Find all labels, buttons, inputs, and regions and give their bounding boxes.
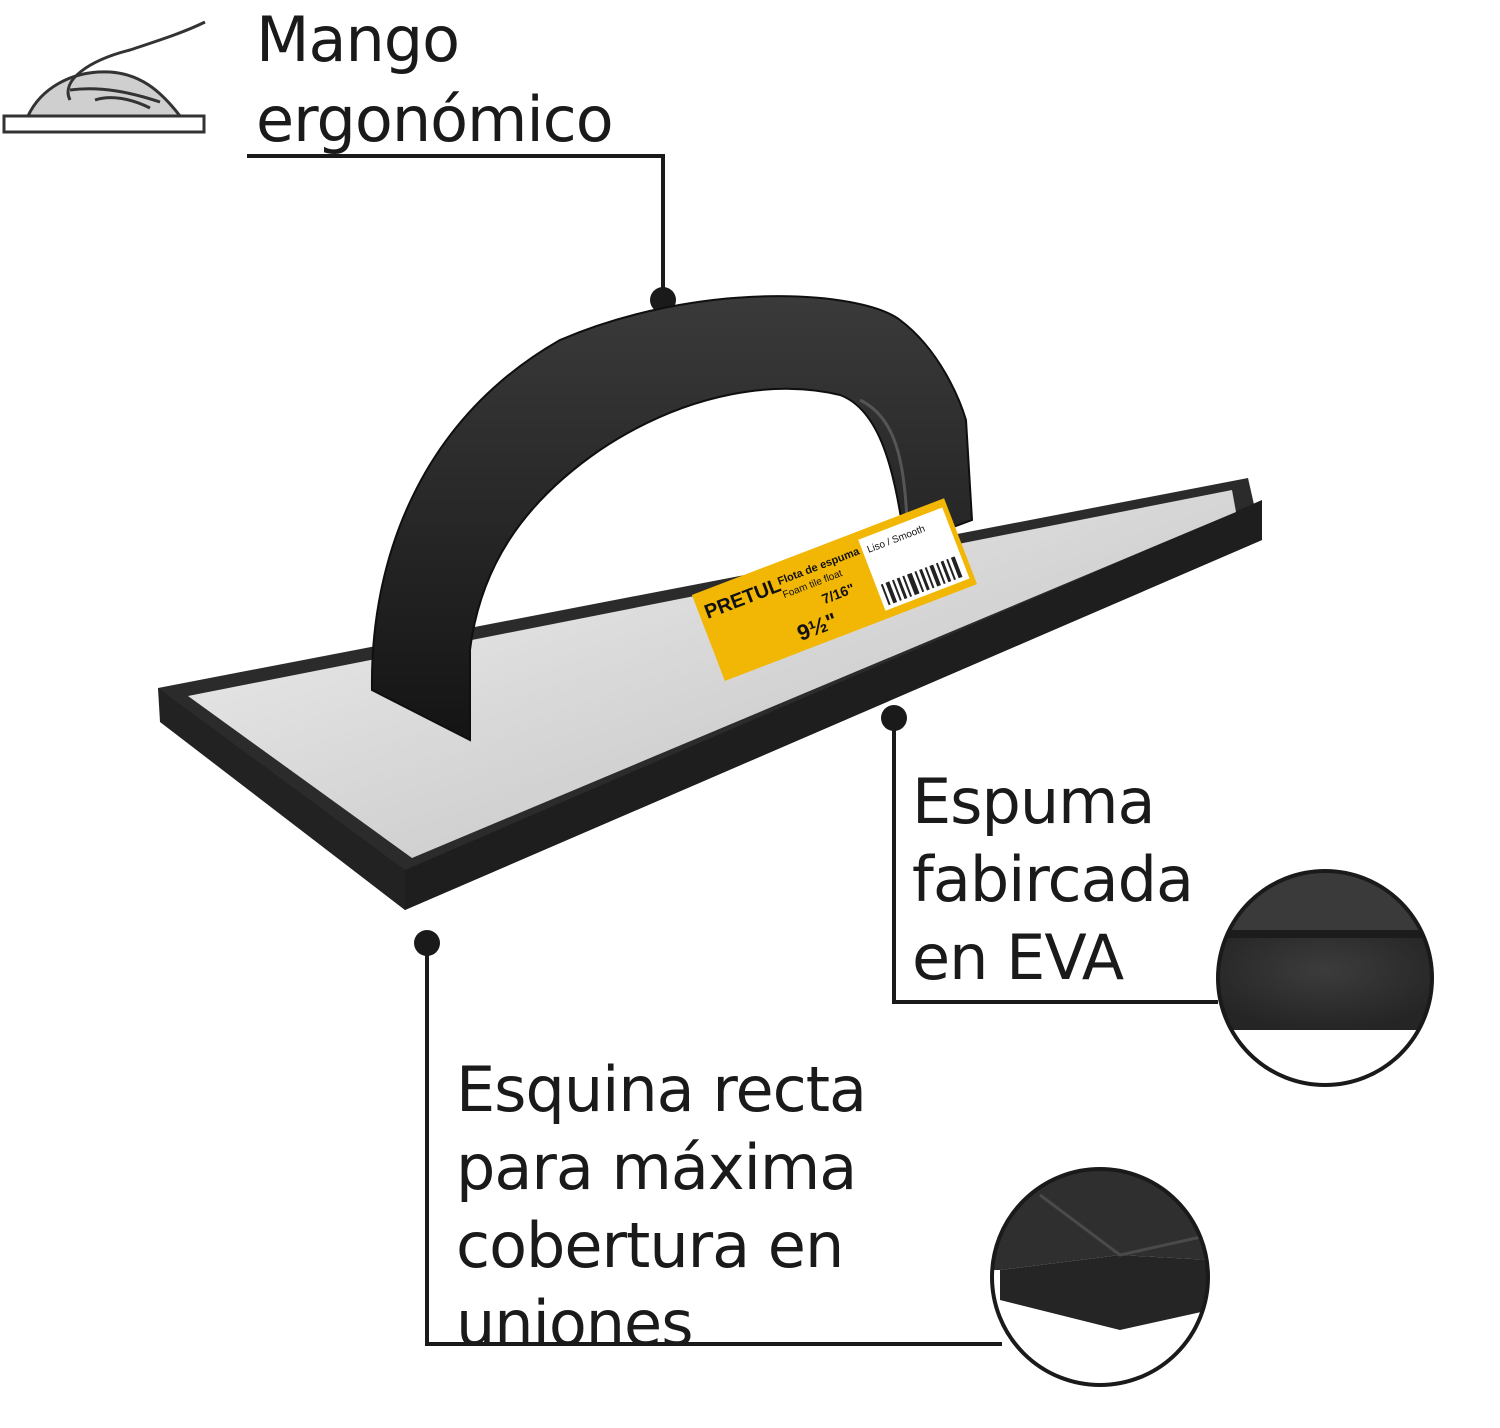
corner-detail-circle [990,1167,1210,1387]
foam-float: PRETUL Flota de espuma Foam tile float 7… [158,295,1262,910]
callout-handle-line-2: ergonómico [256,83,614,156]
callout-foam-line-3: en EVA [912,921,1124,994]
callout-corner: Esquina recta para máxima cobertura en u… [456,1051,867,1363]
float-handle [370,295,974,742]
callout-corner-line-1: Esquina recta [456,1053,867,1126]
callout-handle-line-1: Mango [256,3,460,76]
callout-foam: Espuma fabircada en EVA [912,763,1194,997]
leader-line-foam [881,705,1218,1004]
callout-corner-line-4: uniones [456,1287,694,1360]
callout-corner-line-3: cobertura en [456,1209,844,1282]
callout-corner-line-2: para máxima [456,1131,857,1204]
callout-handle: Mango ergonómico [256,0,614,160]
foam-detail-circle [1216,869,1434,1087]
product-label: PRETUL Flota de espuma Foam tile float 7… [692,498,978,681]
leader-line-corner [414,930,1002,1346]
leader-line-handle [247,154,676,313]
hand-on-float-icon [2,20,206,134]
callout-foam-line-1: Espuma [912,765,1156,838]
callout-foam-line-2: fabircada [912,843,1194,916]
